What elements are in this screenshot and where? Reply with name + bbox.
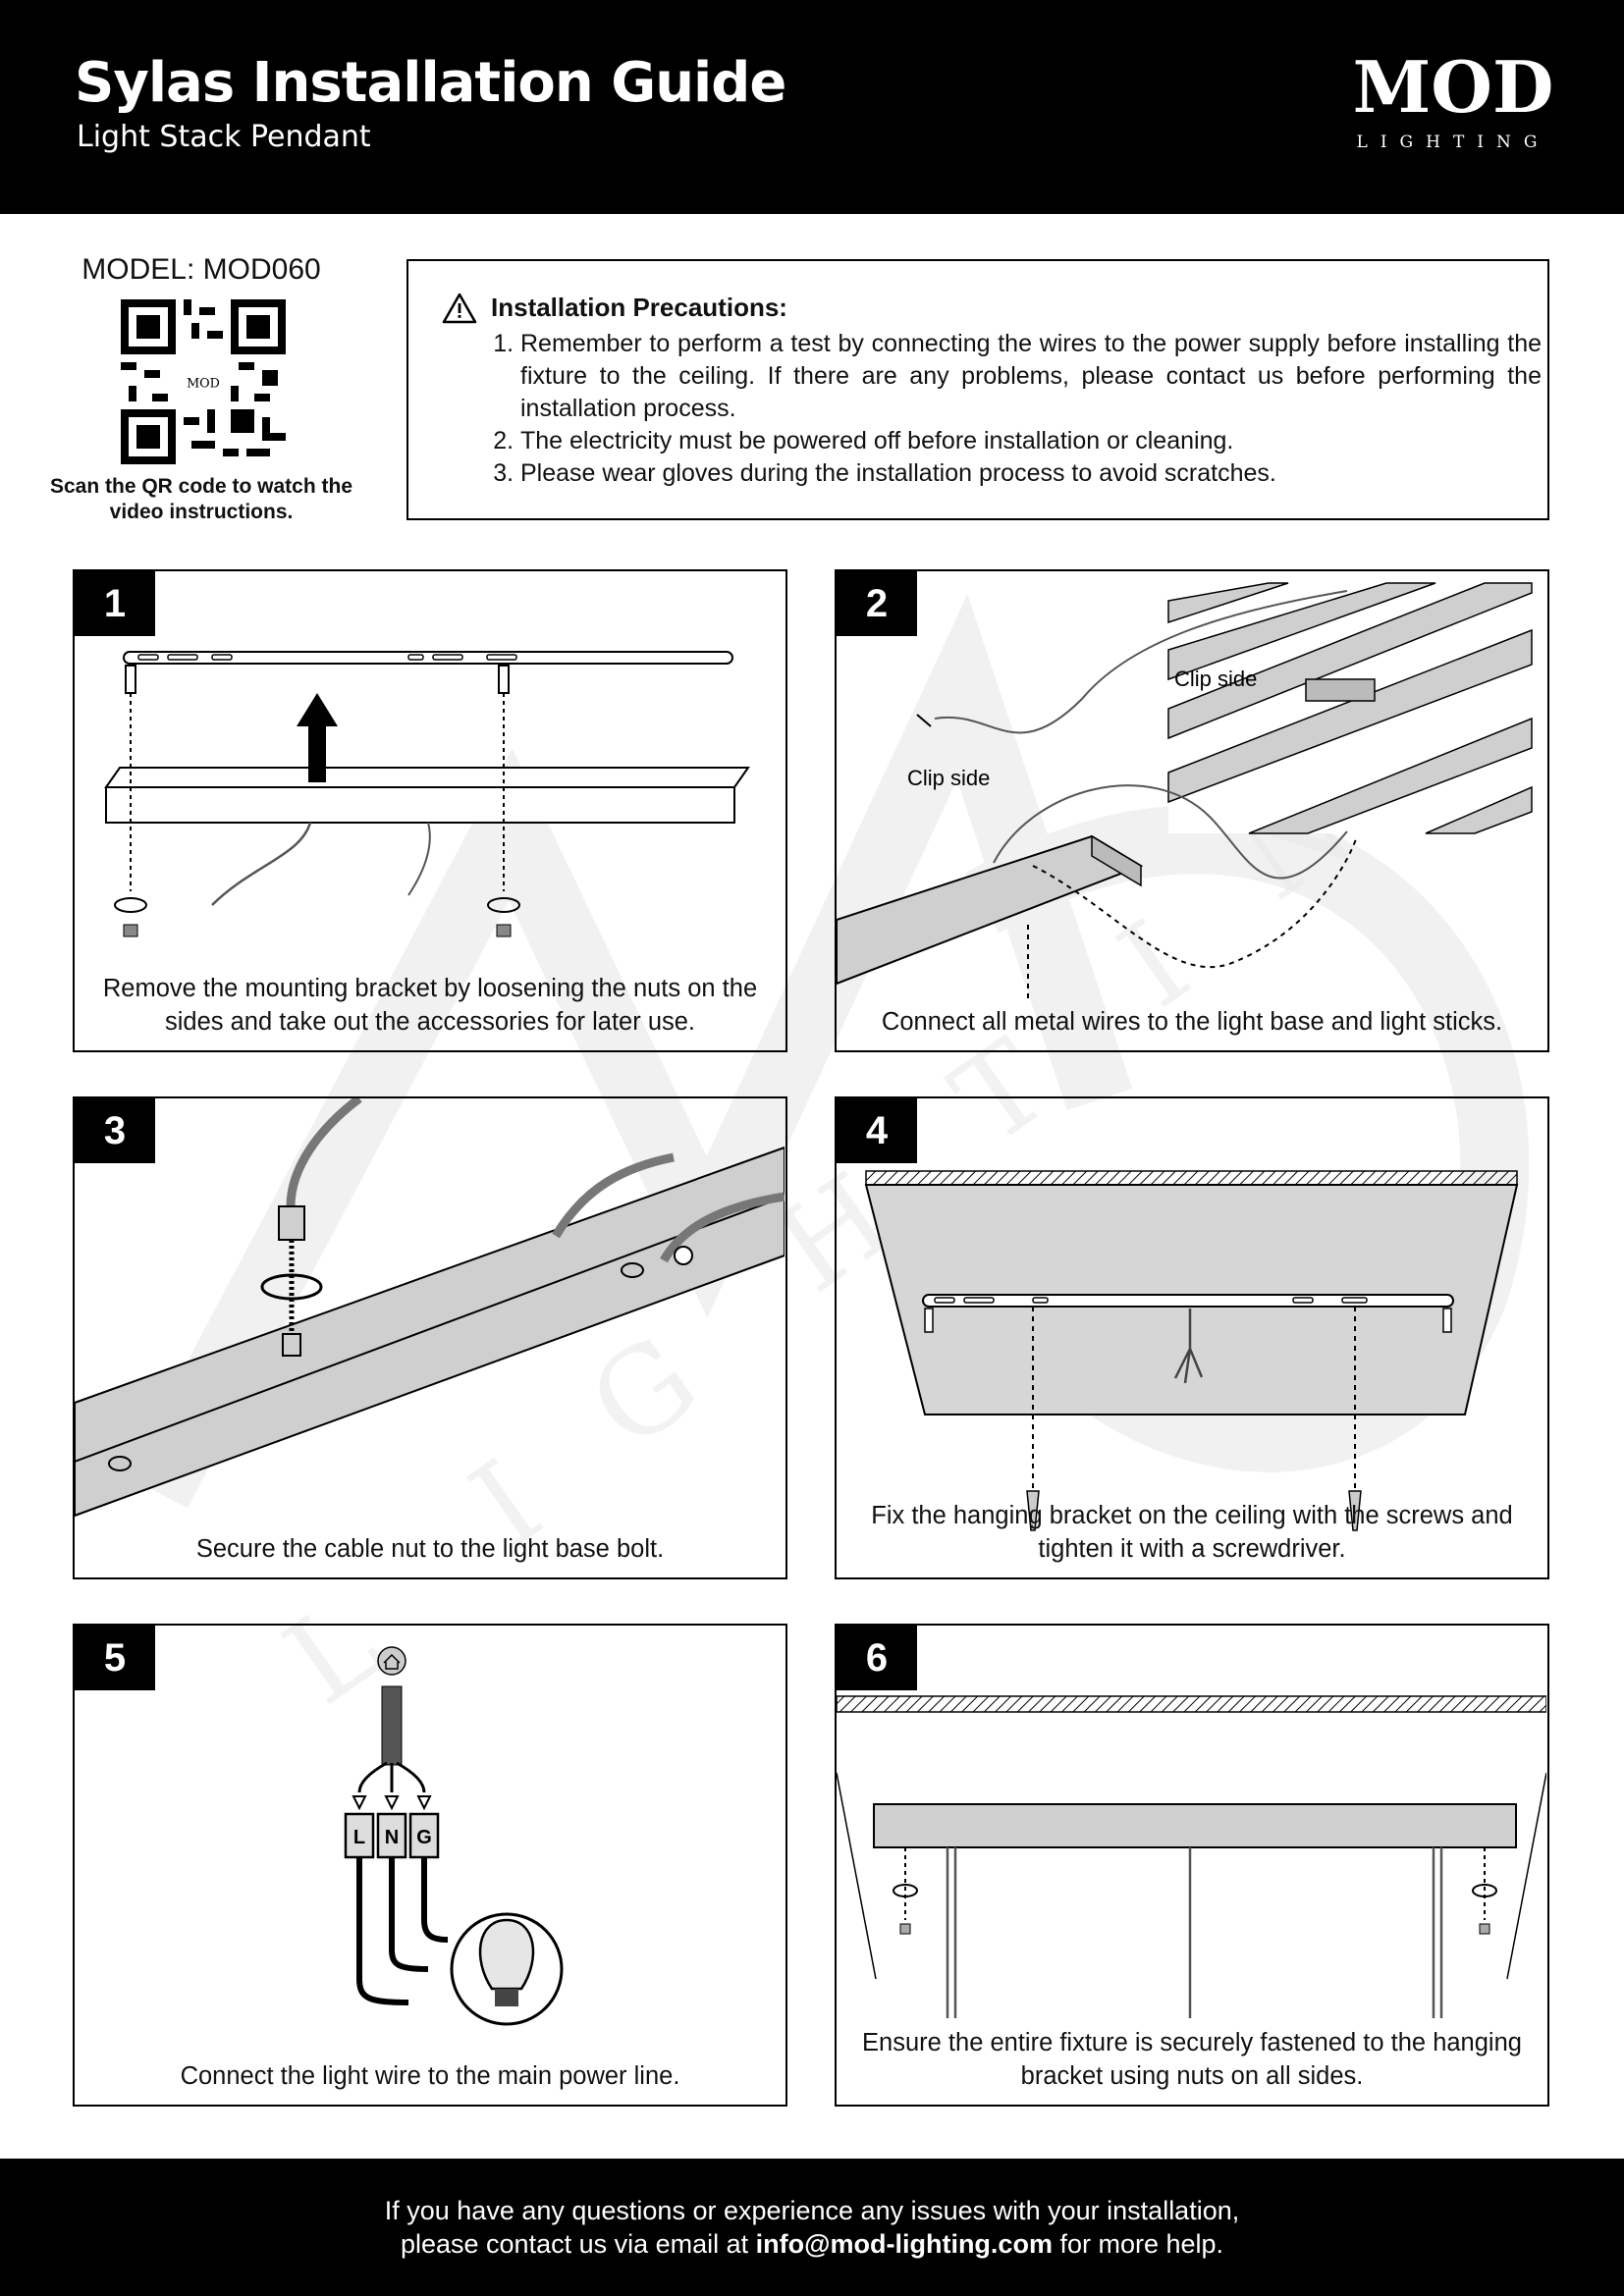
svg-text:Clip side: Clip side xyxy=(907,766,990,790)
page-title: Sylas Installation Guide xyxy=(75,51,785,115)
step-number: 4 xyxy=(837,1098,917,1163)
step-caption: Remove the mounting bracket by loosening… xyxy=(84,972,776,1039)
footer-line-2: please contact us via email at info@mod-… xyxy=(0,2227,1624,2261)
footer: If you have any questions or experience … xyxy=(0,2159,1624,2296)
precaution-item: Remember to perform a test by connecting… xyxy=(520,328,1542,425)
step-2-panel: 2 Clip side Clip side Connect all metal … xyxy=(835,569,1549,1052)
svg-text:G: G xyxy=(416,1827,432,1848)
step-caption: Connect the light wire to the main power… xyxy=(84,2059,776,2093)
installation-precautions: Installation Precautions: Remember to pe… xyxy=(406,259,1549,520)
precautions-title: Installation Precautions: xyxy=(491,293,787,323)
step-6-panel: 6 Ensure the entire fixture is securely … xyxy=(835,1624,1549,2107)
step-caption: Fix the hanging bracket on the ceiling w… xyxy=(846,1499,1538,1566)
footer-text: please contact us via email at xyxy=(401,2229,756,2259)
contact-email-link[interactable]: info@mod-lighting.com xyxy=(756,2229,1053,2259)
precaution-item: The electricity must be powered off befo… xyxy=(520,425,1542,457)
step-2-illustration: Clip side Clip side xyxy=(837,571,1546,1049)
step-1-panel: 1 Remove the mounting bracket by looseni… xyxy=(73,569,787,1052)
svg-text:L: L xyxy=(353,1827,365,1848)
precaution-item: Please wear gloves during the installati… xyxy=(520,457,1542,490)
svg-text:Clip side: Clip side xyxy=(1174,667,1257,691)
precautions-list: Remember to perform a test by connecting… xyxy=(487,328,1542,490)
step-number: 2 xyxy=(837,571,917,636)
warning-icon xyxy=(442,293,477,324)
step-5-panel: 5 L N G Connect the light wire to the ma… xyxy=(73,1624,787,2107)
model-number: MODEL: MOD060 xyxy=(39,253,363,287)
svg-text:LIGHTING: LIGHTING xyxy=(1357,133,1550,152)
footer-line-1: If you have any questions or experience … xyxy=(0,2194,1624,2227)
step-3-panel: 3 Secure the cable nut to the light base… xyxy=(73,1096,787,1579)
page-subtitle: Light Stack Pendant xyxy=(77,120,371,154)
svg-text:MOD: MOD xyxy=(1353,51,1554,129)
qr-code[interactable]: MOD xyxy=(121,299,286,464)
step-caption: Secure the cable nut to the light base b… xyxy=(84,1532,776,1566)
step-number: 5 xyxy=(75,1626,155,1690)
step-4-panel: 4 Fix the hanging bracket on the ceiling… xyxy=(835,1096,1549,1579)
step-number: 3 xyxy=(75,1098,155,1163)
step-number: 1 xyxy=(75,571,155,636)
step-3-illustration xyxy=(75,1098,785,1576)
svg-text:N: N xyxy=(385,1827,399,1848)
step-caption: Ensure the entire fixture is securely fa… xyxy=(846,2026,1538,2093)
footer-text: for more help. xyxy=(1053,2229,1223,2259)
qr-caption: Scan the QR code to watch the video inst… xyxy=(39,474,363,525)
mod-lighting-logo: MOD LIGHTING xyxy=(1335,51,1571,159)
header: Sylas Installation Guide Light Stack Pen… xyxy=(0,0,1624,214)
svg-text:MOD: MOD xyxy=(187,377,220,392)
step-caption: Connect all metal wires to the light bas… xyxy=(846,1005,1538,1039)
step-number: 6 xyxy=(837,1626,917,1690)
step-5-illustration: L N G xyxy=(75,1626,785,2104)
